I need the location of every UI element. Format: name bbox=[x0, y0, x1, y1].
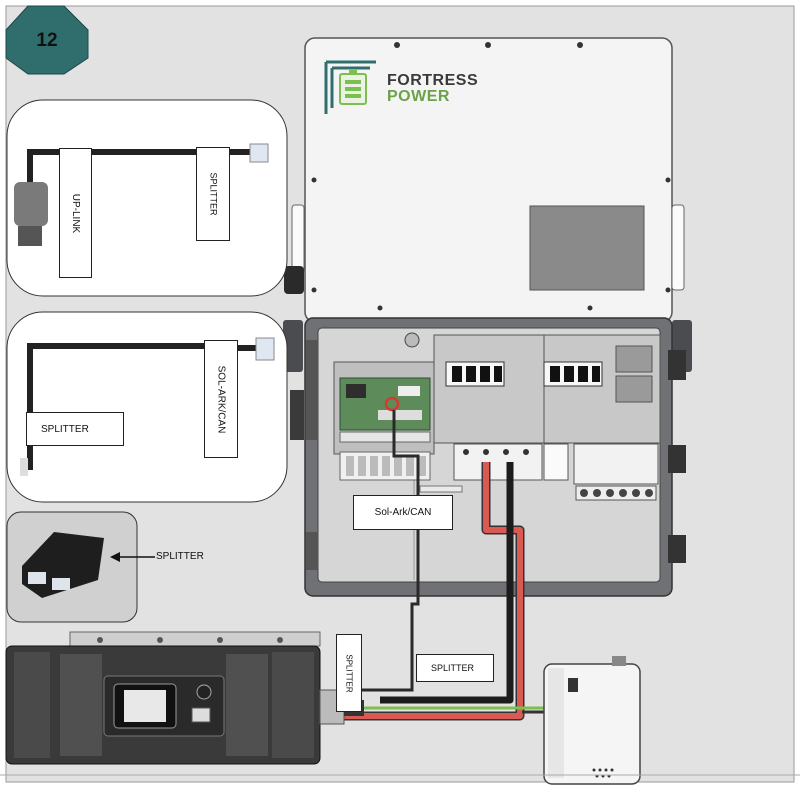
splitter-bottom-vertical-label-text: SPLITTER bbox=[344, 653, 354, 693]
ac-terminals bbox=[573, 443, 659, 501]
din-rail-strip bbox=[419, 485, 463, 493]
sol-ark-can-vertical-label-text: SOL-ARK/CAN bbox=[215, 365, 227, 433]
splitter-bottom-label: SPLITTER bbox=[416, 654, 494, 682]
battery-unit bbox=[543, 656, 641, 785]
sol-ark-can-callout bbox=[6, 311, 288, 503]
uplink-label: UP-LINK bbox=[59, 148, 92, 278]
brand-subname: POWER bbox=[387, 88, 450, 105]
splitter-adapter-callout bbox=[6, 511, 138, 623]
uplink-label-text: UP-LINK bbox=[70, 193, 82, 233]
black-cable bbox=[380, 462, 514, 704]
control-board bbox=[339, 377, 431, 443]
battery-icon bbox=[324, 60, 376, 114]
inverter-housing bbox=[284, 37, 685, 323]
splitter-left-label: SPLITTER bbox=[26, 412, 124, 446]
splitter-bottom-vertical-label: SPLITTER bbox=[336, 634, 362, 712]
sol-ark-can-vertical-label: SOL-ARK/CAN bbox=[204, 340, 238, 458]
splitter-adapter-label: SPLITTER bbox=[156, 551, 204, 562]
dc-terminals bbox=[453, 443, 569, 481]
step-badge: 12 bbox=[36, 30, 58, 51]
uplink-callout bbox=[6, 99, 288, 297]
brand-name: FORTRESS bbox=[387, 72, 479, 89]
step-badge-shape bbox=[5, 5, 89, 75]
comm-cable-main bbox=[362, 410, 420, 692]
breakers-left bbox=[445, 361, 505, 387]
splitter-top-label-text: SPLITTER bbox=[208, 172, 219, 216]
red-cable bbox=[336, 462, 525, 721]
breakers-right bbox=[543, 361, 603, 387]
pointer-arrowhead bbox=[110, 552, 120, 562]
splitter-top-label: SPLITTER bbox=[196, 147, 230, 241]
battery-rack bbox=[5, 631, 364, 765]
sol-ark-can-box-label: Sol-Ark/CAN bbox=[353, 495, 453, 530]
